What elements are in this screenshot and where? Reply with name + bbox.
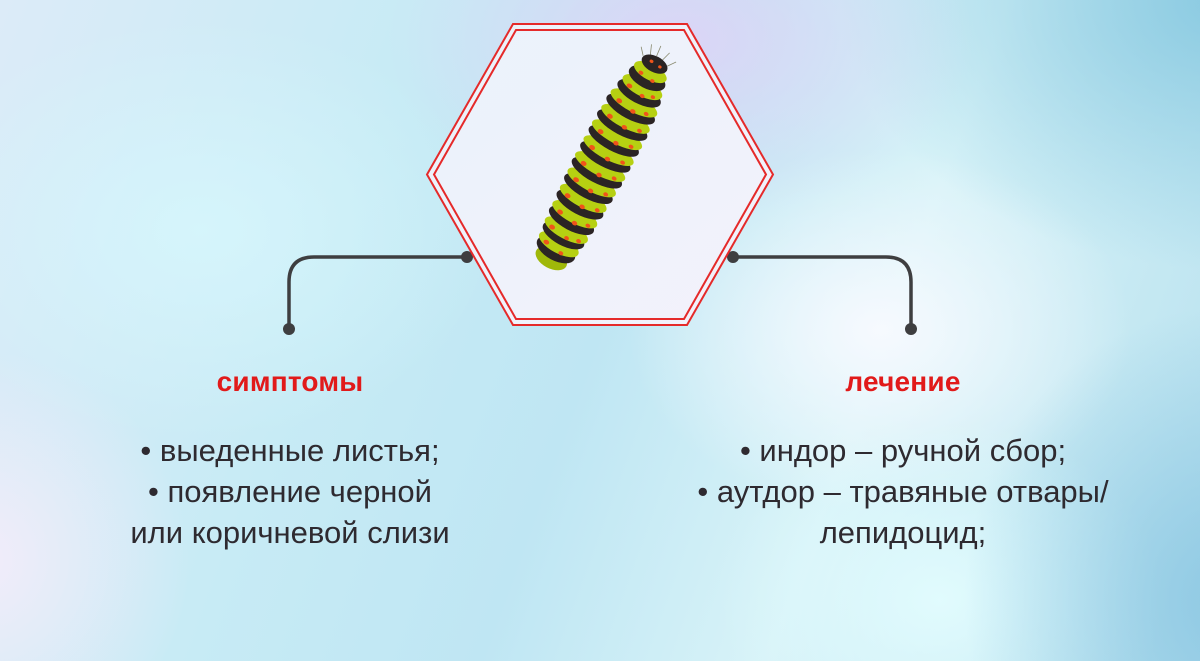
caterpillar-icon: [535, 44, 677, 271]
symptoms-heading: симптомы: [216, 366, 364, 397]
list-item: • индор – ручной сбор;: [739, 433, 1067, 468]
list-item: • выеденные листья;: [140, 433, 440, 468]
list-item: лепидоцид;: [819, 515, 987, 550]
left-connector: [283, 251, 473, 335]
list-item: или коричневой слизи: [130, 515, 450, 550]
right-connector: [727, 251, 917, 335]
symptoms-list: • выеденные листья; • появление черной и…: [40, 430, 540, 553]
list-item: • аутдор – травяные отвары/: [697, 474, 1109, 509]
treatment-list: • индор – ручной сбор; • аутдор – травян…: [623, 430, 1183, 553]
treatment-heading: лечение: [845, 366, 961, 397]
list-item: • появление черной: [148, 474, 432, 509]
